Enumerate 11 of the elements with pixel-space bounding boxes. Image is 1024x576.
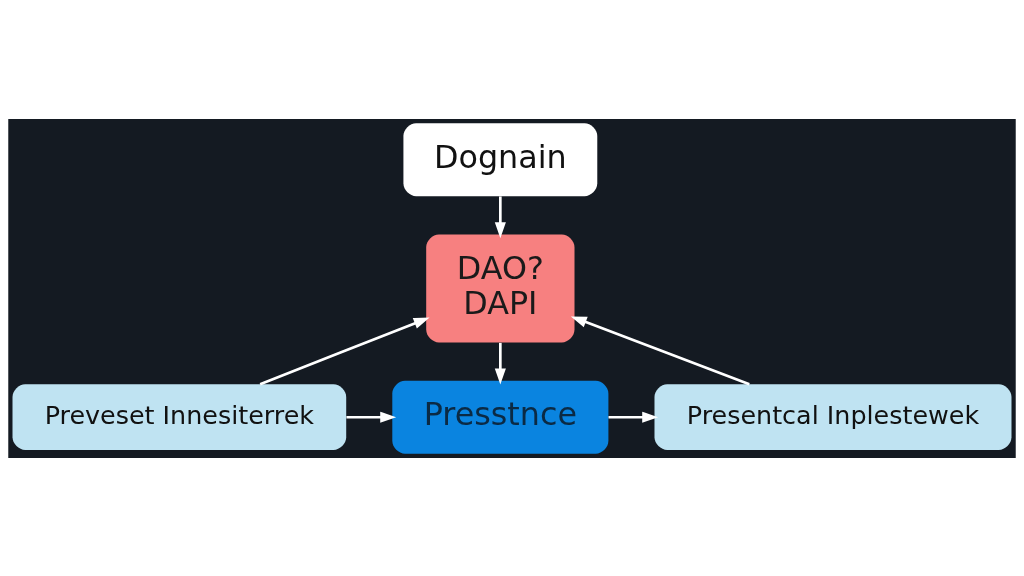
node-box: Preveset Innesiterrek bbox=[12, 383, 347, 450]
arrow bbox=[570, 315, 750, 386]
arrow bbox=[259, 316, 430, 386]
node-box: Presentcal Inplestewek bbox=[654, 383, 1012, 450]
arrow bbox=[346, 411, 397, 423]
node-box: Dognain bbox=[403, 122, 598, 196]
arrow bbox=[608, 411, 659, 423]
arrow bbox=[494, 195, 506, 238]
arrow bbox=[494, 342, 506, 385]
node-box: DAO? DAPI bbox=[426, 233, 575, 343]
node-box: Presstnce bbox=[392, 380, 609, 454]
